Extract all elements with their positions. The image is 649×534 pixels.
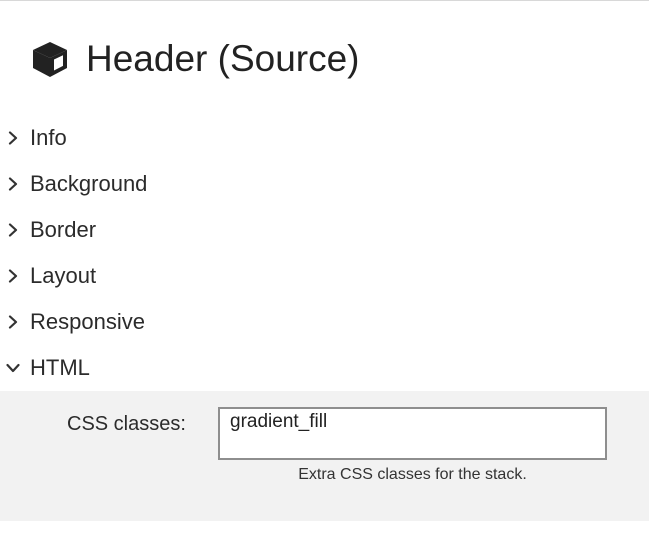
top-divider xyxy=(0,0,649,1)
section-responsive[interactable]: Responsive xyxy=(0,299,649,345)
section-background[interactable]: Background xyxy=(0,161,649,207)
cube-icon xyxy=(30,39,70,79)
chevron-right-icon xyxy=(4,313,22,331)
section-label: Responsive xyxy=(30,309,145,334)
section-label: HTML xyxy=(30,355,90,380)
chevron-right-icon xyxy=(4,129,22,147)
section-label: Info xyxy=(30,125,67,150)
section-html[interactable]: HTML xyxy=(0,345,649,391)
inspector-sections: Info Background Border Layout Responsive… xyxy=(0,115,649,391)
css-classes-input[interactable]: gradient_fill xyxy=(218,407,607,460)
chevron-right-icon xyxy=(4,175,22,193)
css-classes-hint: Extra CSS classes for the stack. xyxy=(298,466,527,483)
page-title: Header (Source) xyxy=(86,38,360,79)
section-border[interactable]: Border xyxy=(0,207,649,253)
chevron-right-icon xyxy=(4,267,22,285)
css-classes-label: CSS classes: xyxy=(67,413,186,435)
inspector-header: Header (Source) xyxy=(30,36,360,82)
html-section-panel: CSS classes: gradient_fill Extra CSS cla… xyxy=(0,391,649,521)
section-label: Background xyxy=(30,171,148,196)
section-info[interactable]: Info xyxy=(0,115,649,161)
section-label: Border xyxy=(30,217,97,242)
section-layout[interactable]: Layout xyxy=(0,253,649,299)
chevron-down-icon xyxy=(4,359,22,377)
chevron-right-icon xyxy=(4,221,22,239)
section-label: Layout xyxy=(30,263,97,288)
